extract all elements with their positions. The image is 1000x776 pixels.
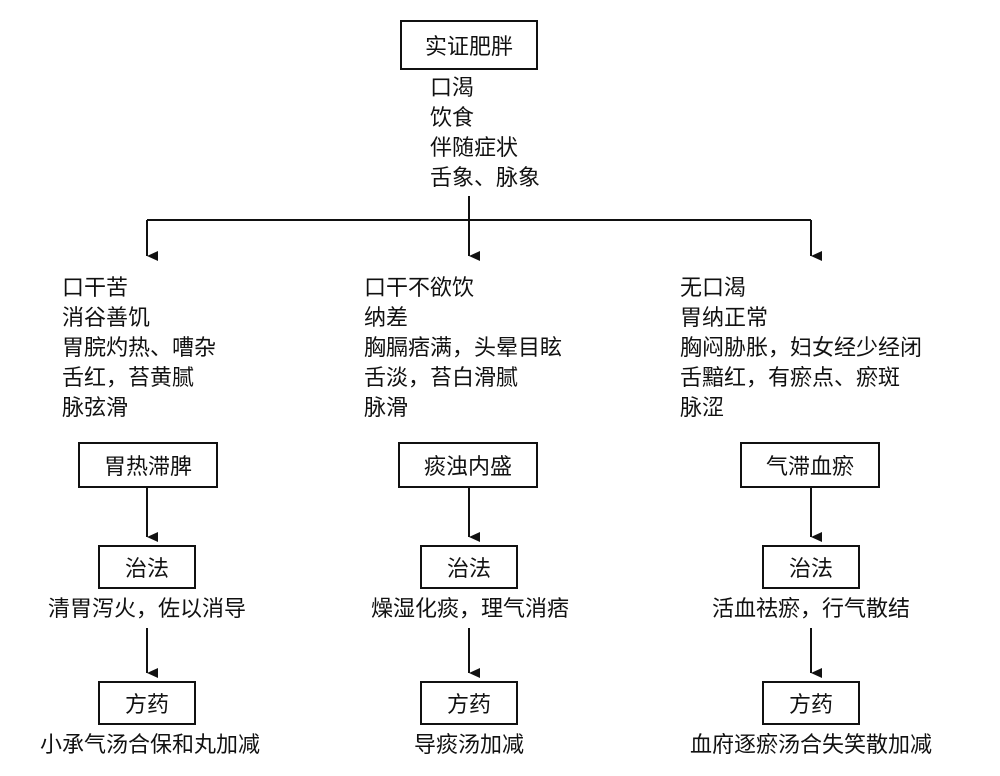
root-title-box: 实证肥胖 <box>400 20 538 70</box>
symptom-line: 舌淡，苔白滑腻 <box>364 366 519 391</box>
branch-1-method-label: 治法 <box>124 557 169 582</box>
branch-3-formula: 血府逐瘀汤合失笑散加减 <box>689 733 933 758</box>
branch-3-symptoms: 无口渴 胃纳正常 胸闷胁胀，妇女经少经闭 舌黯红，有瘀点、瘀斑 脉涩 <box>680 274 922 424</box>
symptom-line: 胸膈痞满，头晕目眩 <box>364 336 563 361</box>
branch-1-formula-box: 方药 <box>98 681 196 725</box>
root-title: 实证肥胖 <box>424 35 513 60</box>
branch-3-diagnosis: 气滞血瘀 <box>765 455 854 480</box>
branch-1-diagnosis: 胃热滞脾 <box>103 455 192 480</box>
branch-3-method-box: 治法 <box>762 545 860 589</box>
symptom-line: 胃纳正常 <box>680 306 769 331</box>
symptom-line: 消谷善饥 <box>62 306 151 331</box>
branch-2-symptoms: 口干不欲饮 纳差 胸膈痞满，头晕目眩 舌淡，苔白滑腻 脉滑 <box>364 274 562 424</box>
branch-2-diagnosis: 痰浊内盛 <box>423 455 512 480</box>
symptom-line: 舌红，苔黄腻 <box>62 366 195 391</box>
branch-3-diagnosis-box: 气滞血瘀 <box>740 442 880 488</box>
branch-2-method-label: 治法 <box>446 557 491 582</box>
symptom-line: 纳差 <box>364 306 409 331</box>
symptom-line: 脉弦滑 <box>62 396 129 421</box>
branch-1-formula-label: 方药 <box>124 693 169 718</box>
root-factor: 口渴 <box>430 76 475 101</box>
branch-2-diagnosis-box: 痰浊内盛 <box>398 442 538 488</box>
branch-2-formula: 导痰汤加减 <box>413 733 525 758</box>
branch-1-method: 清胃泻火，佐以消导 <box>47 597 247 622</box>
branch-3-method: 活血祛瘀，行气散结 <box>711 597 911 622</box>
branch-1-method-box: 治法 <box>98 545 196 589</box>
symptom-line: 胃脘灼热、嘈杂 <box>62 336 217 361</box>
symptom-line: 口干苦 <box>62 276 129 301</box>
symptom-line: 口干不欲饮 <box>364 276 475 301</box>
branch-2-formula-box: 方药 <box>420 681 518 725</box>
branch-3-formula-label: 方药 <box>788 693 833 718</box>
branch-2-formula-label: 方药 <box>446 693 491 718</box>
branch-3-method-label: 治法 <box>788 557 833 582</box>
branch-2-method-box: 治法 <box>420 545 518 589</box>
symptom-line: 无口渴 <box>680 276 747 301</box>
root-factors: 口渴 饮食 伴随症状 舌象、脉象 <box>430 74 540 194</box>
root-factor: 饮食 <box>430 106 475 131</box>
symptom-line: 舌黯红，有瘀点、瘀斑 <box>680 366 901 391</box>
branch-1-diagnosis-box: 胃热滞脾 <box>78 442 218 488</box>
root-factor: 舌象、脉象 <box>430 166 541 191</box>
symptom-line: 胸闷胁胀，妇女经少经闭 <box>680 336 923 361</box>
root-factor: 伴随症状 <box>430 136 519 161</box>
symptom-line: 脉滑 <box>364 396 409 421</box>
branch-1-symptoms: 口干苦 消谷善饥 胃脘灼热、嘈杂 舌红，苔黄腻 脉弦滑 <box>62 274 216 424</box>
branch-3-formula-box: 方药 <box>762 681 860 725</box>
branch-1-formula: 小承气汤合保和丸加减 <box>39 733 261 758</box>
branch-2-method: 燥湿化痰，理气消痞 <box>370 597 570 622</box>
symptom-line: 脉涩 <box>680 396 725 421</box>
